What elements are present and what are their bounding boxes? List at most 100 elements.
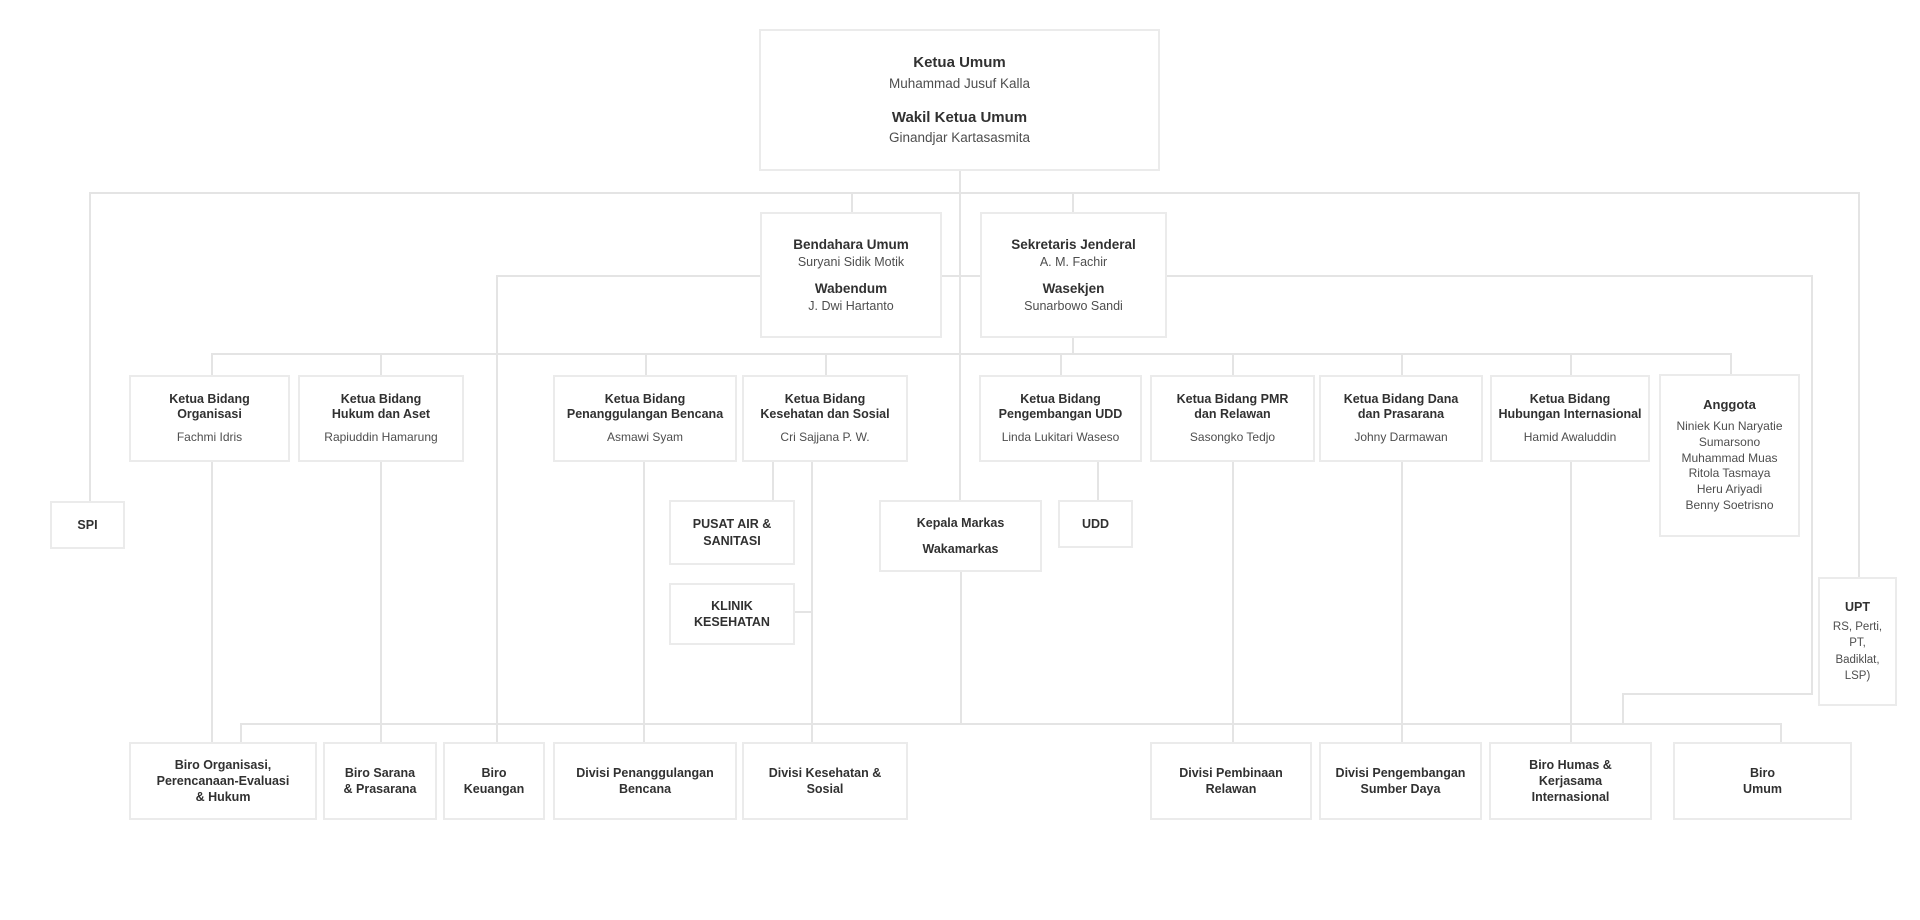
node-text: RS, Perti, (1832, 620, 1883, 633)
node-title: Divisi Kesehatan & (768, 765, 882, 780)
node-title: Divisi Pembinaan (1179, 765, 1283, 780)
node-title: Divisi Pengembangan (1335, 765, 1466, 780)
node-text: J. Dwi Hartanto (808, 298, 894, 313)
node-title: Ketua Umum (913, 54, 1006, 72)
node-title: Keuangan (463, 782, 525, 796)
node-title: Organisasi (177, 407, 242, 422)
node-title: Wakil Ketua Umum (891, 108, 1028, 126)
connector-line (1622, 693, 1813, 695)
node-title: Kesehatan dan Sosial (760, 407, 890, 422)
node-title: Anggota (1703, 397, 1756, 413)
connector-line (1858, 192, 1860, 579)
node-title: PUSAT AIR & (692, 517, 772, 532)
node-text: Linda Lukitari Waseso (1001, 429, 1120, 444)
pusat-air-sanitasi-box: PUSAT AIR &SANITASI (669, 500, 795, 565)
node-title: Wabendum (814, 281, 888, 296)
divisi-kesehatan-sosial-box: Divisi Kesehatan & Sosial (742, 742, 908, 820)
node-text: Badiklat, (1835, 653, 1880, 666)
node-title: dan Relawan (1194, 407, 1271, 422)
node-title: Pengembangan UDD (998, 407, 1123, 422)
connector-line (1072, 338, 1074, 355)
node-title: Sosial (806, 782, 844, 796)
node-title: UPT (1845, 599, 1870, 614)
connector-line (959, 171, 961, 501)
node-title: Hubungan Internasional (1498, 407, 1642, 422)
node-title: Divisi Penanggulangan (576, 765, 714, 780)
connector-line (380, 353, 382, 376)
node-text: LSP) (1844, 669, 1871, 682)
connector-line (1780, 723, 1782, 743)
connector-line (960, 572, 962, 724)
node-title: Biro Sarana (344, 765, 416, 780)
connector-line (211, 353, 213, 376)
spi-box: SPI (50, 501, 125, 549)
connector-line (211, 462, 213, 743)
node-title: Sekretaris Jenderal (1011, 237, 1136, 253)
node-title: Ketua Bidang (604, 391, 686, 406)
connector-line (1232, 353, 1234, 376)
node-text: Niniek Kun Naryatie (1676, 418, 1783, 433)
connector-line (1060, 353, 1062, 376)
connector-line (1811, 275, 1813, 694)
udd-box: UDD (1058, 500, 1133, 548)
connector-line (811, 462, 813, 743)
connector-line (1097, 462, 1099, 501)
node-title: SANITASI (703, 533, 761, 548)
node-title: Bencana (618, 782, 672, 796)
connector-line (1622, 693, 1624, 724)
connector-line (645, 353, 647, 376)
node-title: dan Prasarana (1357, 407, 1445, 422)
node-text: Sasongko Tedjo (1189, 429, 1276, 444)
node-text: Hamid Awaluddin (1523, 429, 1617, 444)
node-text: Heru Ariyadi (1696, 482, 1763, 497)
connector-line (772, 462, 774, 501)
connector-line (1072, 192, 1074, 214)
connector-line (1401, 462, 1403, 743)
node-title: Relawan (1205, 782, 1257, 796)
node-text: Ritola Tasmaya (1688, 466, 1771, 481)
connector-line (240, 723, 242, 743)
node-text: Ginandjar Kartasasmita (888, 130, 1031, 146)
connector-line (851, 192, 853, 214)
node-title: & Prasarana (343, 782, 417, 796)
node-title: Umum (1743, 782, 1782, 796)
connector-line (240, 723, 1782, 725)
connector-line (643, 462, 645, 743)
node-title: Biro Organisasi, (174, 757, 272, 772)
node-title: Ketua Bidang (169, 391, 250, 406)
node-title: Kepala Markas (916, 515, 1005, 530)
connector-line (1401, 353, 1403, 376)
node-title: SPI (77, 517, 98, 532)
node-title: Biro (481, 765, 507, 780)
node-title: Penanggulangan Bencana (566, 407, 724, 422)
connector-line (496, 275, 498, 743)
node-title: Biro Humas & Kerjasama (1529, 757, 1612, 788)
node-text: Fachmi Idris (176, 429, 243, 444)
connector-line (795, 611, 813, 613)
node-title: Wasekjen (1042, 281, 1105, 296)
connector-line (825, 353, 827, 376)
connector-line (380, 462, 382, 743)
node-title: Ketua Bidang (340, 391, 422, 406)
node-title: Ketua Bidang (784, 391, 866, 406)
